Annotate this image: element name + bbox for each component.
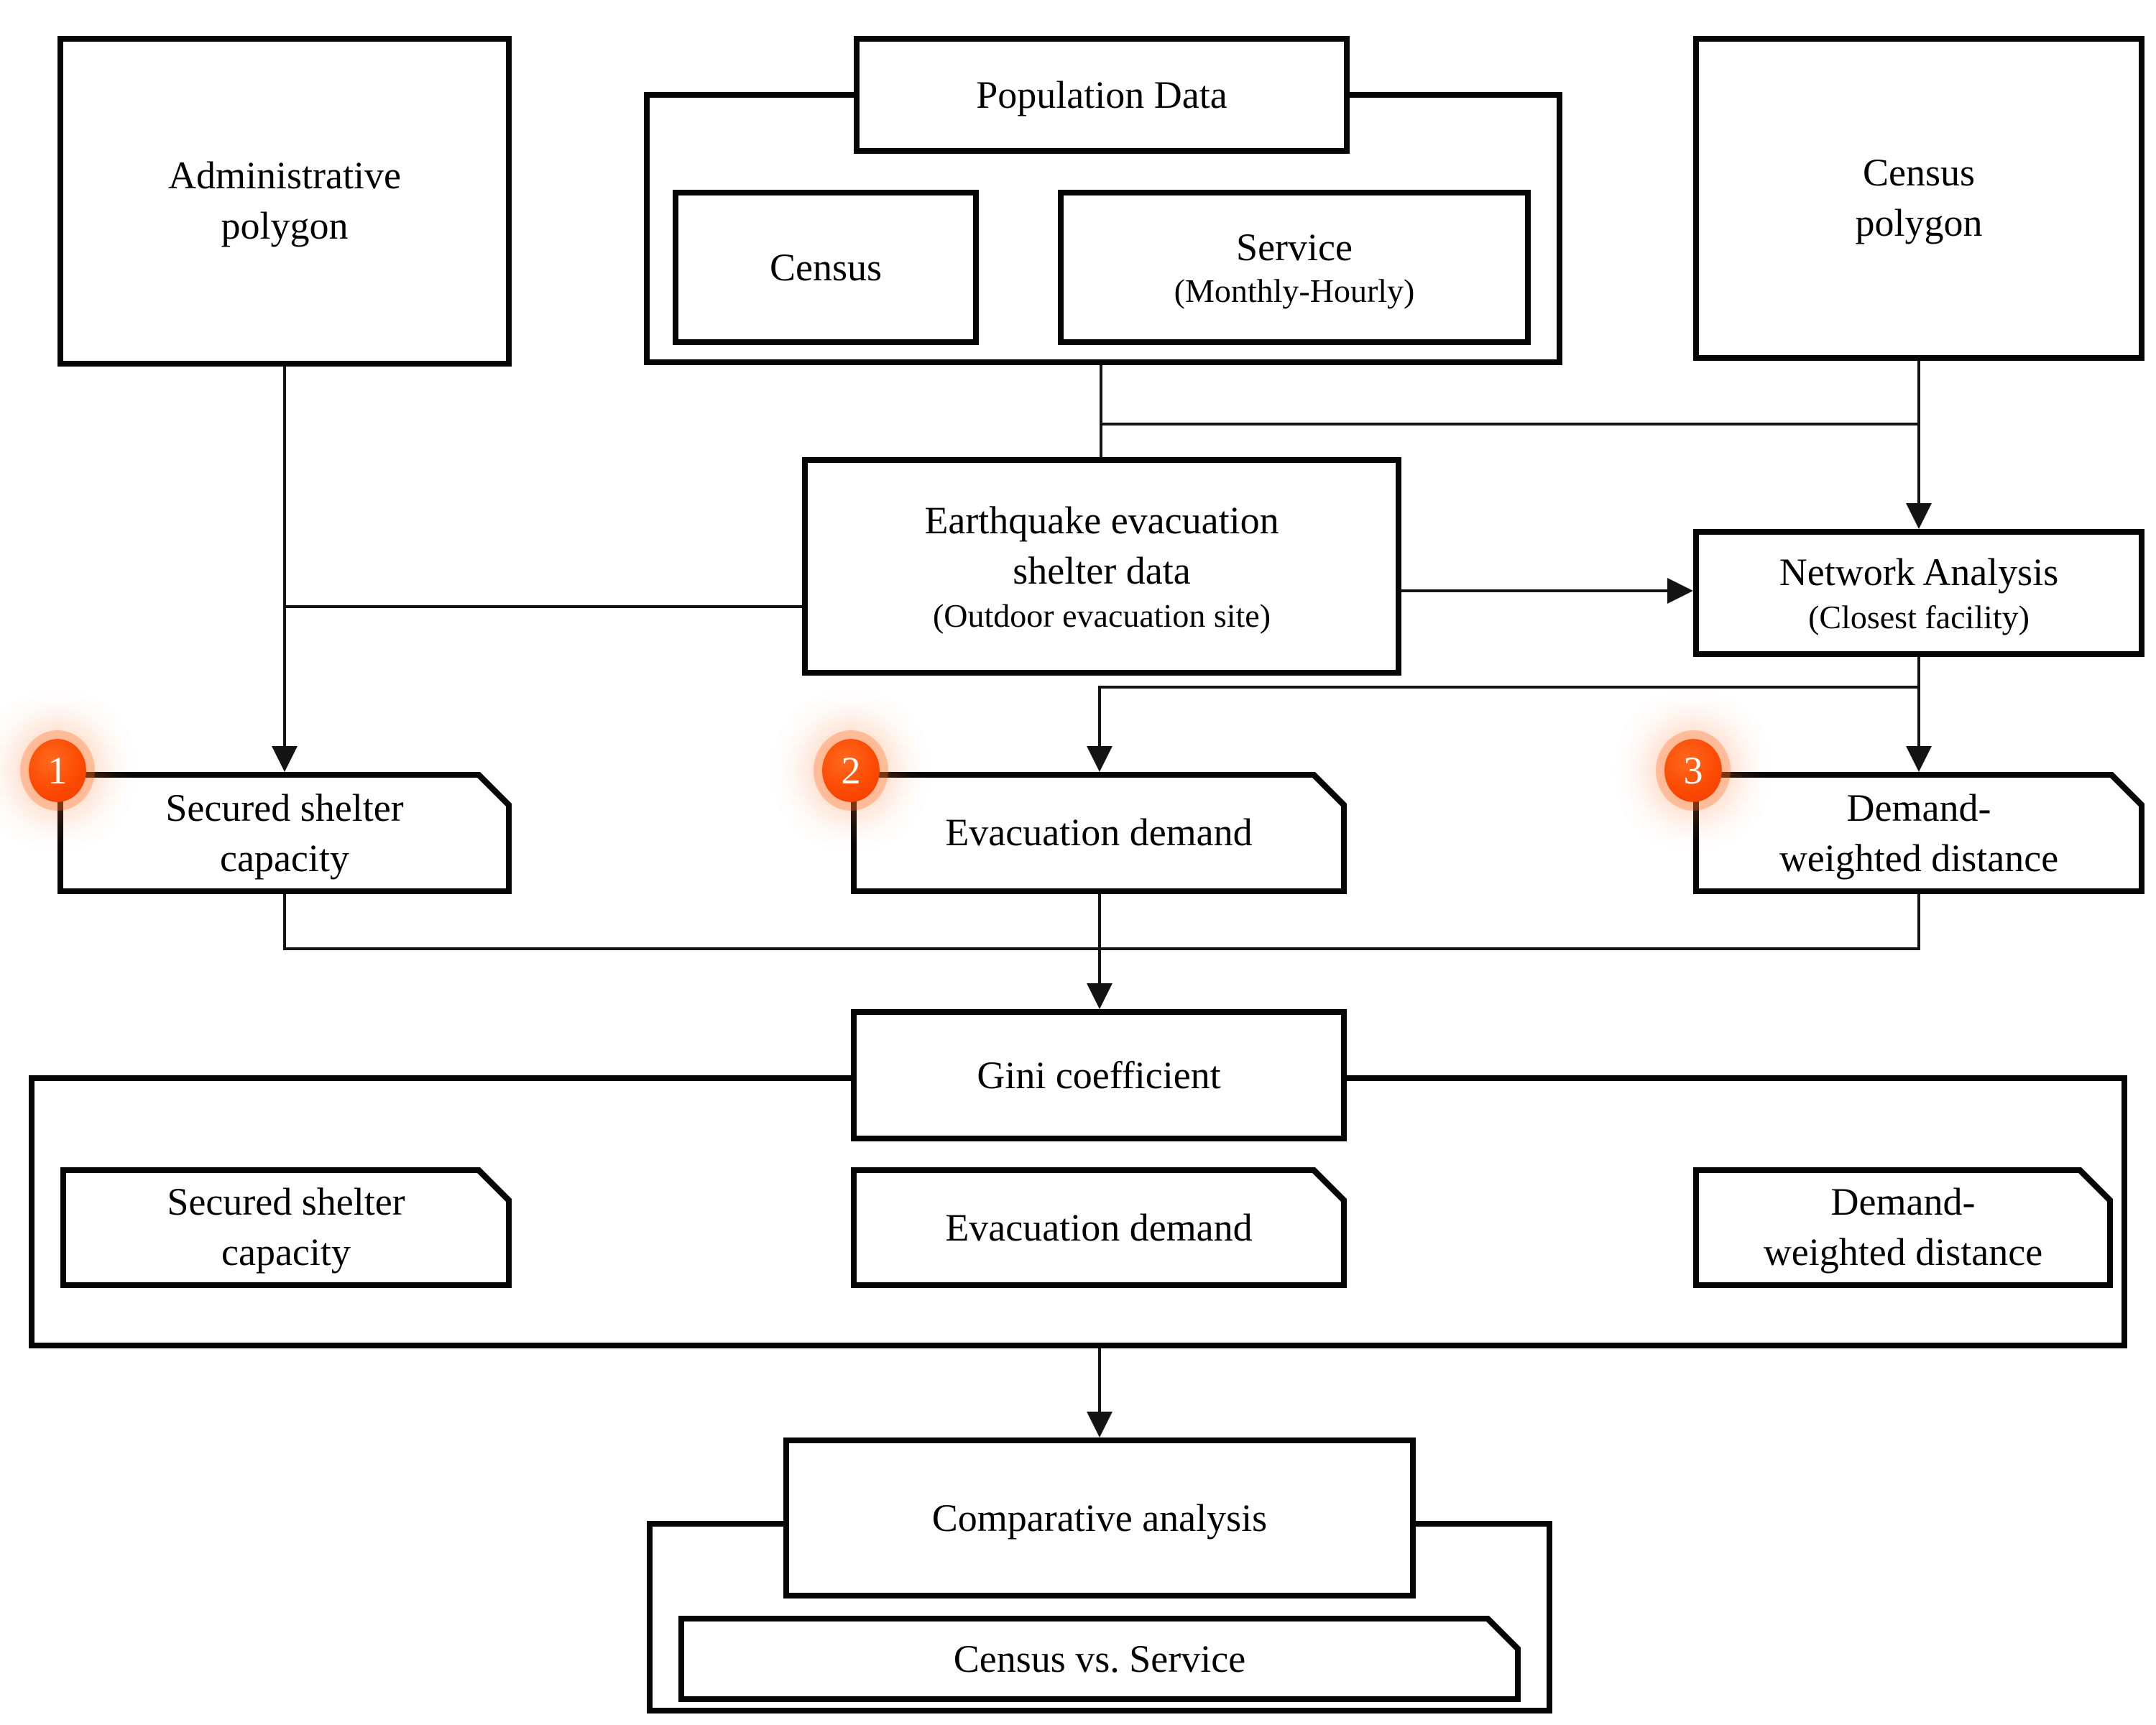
node-census: Census [673, 190, 979, 345]
node-gini-input-evacuation: Evacuation demand [851, 1167, 1347, 1288]
edge-network-down-line [1917, 657, 1920, 746]
step-badge-3-number: 3 [1683, 748, 1703, 791]
secured-shelter-capacity-label: Secured shelter capacity [165, 786, 404, 879]
census-polygon-label: Census polygon [1855, 151, 1983, 244]
node-earthquake-shelter-data: Earthquake evacuation shelter data (Outd… [802, 457, 1401, 676]
node-comparative-analysis: Comparative analysis [783, 1438, 1416, 1598]
node-census-vs-service: Census vs. Service [678, 1616, 1521, 1702]
edge-comparative-arrowhead [1087, 1412, 1112, 1438]
edge-population-down-line [1100, 365, 1102, 457]
edge-earthquake-network-arrowhead [1667, 578, 1693, 604]
node-population-data-title: Population Data [854, 36, 1350, 154]
node-demand-weighted-distance: Demand- weighted distance [1693, 772, 2145, 894]
administrative-polygon-label: Administrative polygon [168, 154, 401, 247]
earthquake-shelter-sublabel: (Outdoor evacuation site) [932, 597, 1271, 634]
step-badge-1: 1 [29, 739, 86, 802]
service-sublabel: (Monthly-Hourly) [1174, 273, 1415, 310]
step-badge-2: 2 [822, 739, 880, 802]
edge-step2-in-line [1098, 686, 1101, 746]
edge-population-network-line [1100, 423, 1920, 426]
node-census-polygon: Census polygon [1693, 36, 2145, 361]
census-label: Census [769, 245, 882, 289]
earthquake-shelter-title: Earthquake evacuation shelter data [924, 499, 1279, 592]
edge-merge-bus-line [283, 947, 1920, 950]
step-badge-3: 3 [1664, 739, 1722, 802]
edge-earthquake-network-line [1401, 589, 1667, 592]
edge-admin-down-line [283, 367, 286, 746]
node-gini-coefficient: Gini coefficient [851, 1009, 1347, 1141]
network-analysis-title: Network Analysis [1779, 551, 2059, 594]
service-label: Service [1236, 225, 1353, 269]
edge-network-step3-arrowhead [1906, 746, 1932, 772]
edge-step2-out-line [1098, 894, 1101, 983]
edge-admin-arrowhead [272, 746, 298, 772]
step-badge-2-number: 2 [841, 748, 861, 791]
edge-admin-earthquake-line [283, 605, 802, 608]
evacuation-demand-label: Evacuation demand [945, 811, 1253, 855]
census-vs-service-label: Census vs. Service [953, 1637, 1246, 1680]
comparative-analysis-label: Comparative analysis [931, 1496, 1268, 1540]
node-gini-input-demand: Demand- weighted distance [1693, 1167, 2113, 1288]
edge-step3-out-line [1917, 894, 1920, 950]
gini-coefficient-label: Gini coefficient [977, 1053, 1221, 1097]
edge-gini-arrowhead [1087, 983, 1112, 1009]
gini-input-secured-label: Secured shelter capacity [167, 1180, 405, 1274]
gini-input-demand-label: Demand- weighted distance [1763, 1180, 2043, 1274]
demand-weighted-distance-label: Demand- weighted distance [1779, 786, 2059, 879]
edge-census-polygon-arrowhead [1906, 503, 1932, 529]
edge-step2-arrowhead [1087, 746, 1112, 772]
edge-network-step2-branch-line [1100, 686, 1920, 689]
edge-step1-out-line [283, 894, 286, 950]
edge-comparative-line [1098, 1348, 1101, 1412]
node-network-analysis: Network Analysis (Closest facility) [1693, 529, 2145, 657]
gini-input-evacuation-label: Evacuation demand [945, 1205, 1253, 1249]
node-evacuation-demand: Evacuation demand [851, 772, 1347, 894]
step-badge-1-number: 1 [47, 748, 68, 791]
population-data-title-label: Population Data [976, 73, 1227, 116]
network-analysis-sublabel: (Closest facility) [1808, 599, 2030, 635]
node-secured-shelter-capacity: Secured shelter capacity [57, 772, 512, 894]
edge-census-polygon-down-line [1917, 361, 1920, 503]
node-service: Service (Monthly-Hourly) [1058, 190, 1531, 345]
node-gini-input-secured: Secured shelter capacity [60, 1167, 512, 1288]
node-administrative-polygon: Administrative polygon [57, 36, 512, 367]
